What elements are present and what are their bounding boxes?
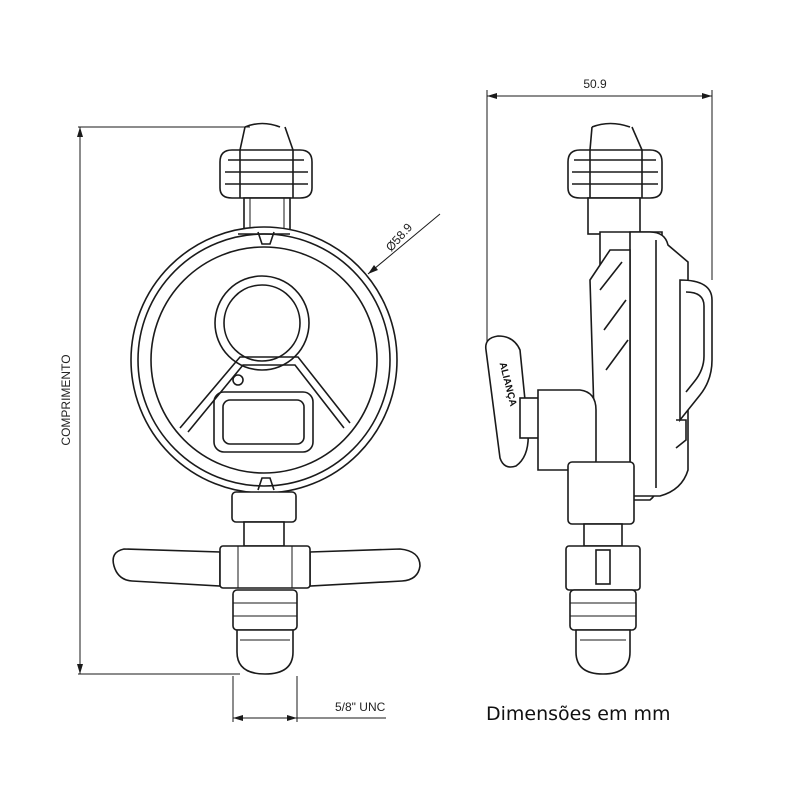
length-dimension: COMPRIMENTO	[59, 126, 250, 675]
front-view: COMPRIMENTO	[59, 122, 441, 722]
inlet-nut	[219, 122, 313, 233]
outlet-stem	[231, 491, 297, 547]
diameter-dimension: Ø58.9	[367, 213, 441, 275]
outlet-nipple	[232, 589, 298, 675]
side-view: 50.9 ALIANÇA	[484, 77, 713, 675]
side-body	[589, 231, 713, 501]
width-label: 50.9	[583, 77, 607, 91]
side-outlet	[565, 461, 641, 675]
thread-label: 5/8" UNC	[335, 700, 386, 714]
width-dimension: 50.9	[486, 77, 713, 345]
side-lever: ALIANÇA	[484, 335, 597, 471]
regulator-body	[130, 226, 398, 494]
thread-dimension: 5/8" UNC	[232, 676, 386, 722]
t-handle	[112, 545, 421, 589]
units-caption: Dimensões em mm	[486, 703, 671, 725]
diameter-label: Ø58.9	[383, 220, 415, 254]
length-label: COMPRIMENTO	[59, 354, 73, 445]
side-inlet-nut	[567, 122, 663, 235]
